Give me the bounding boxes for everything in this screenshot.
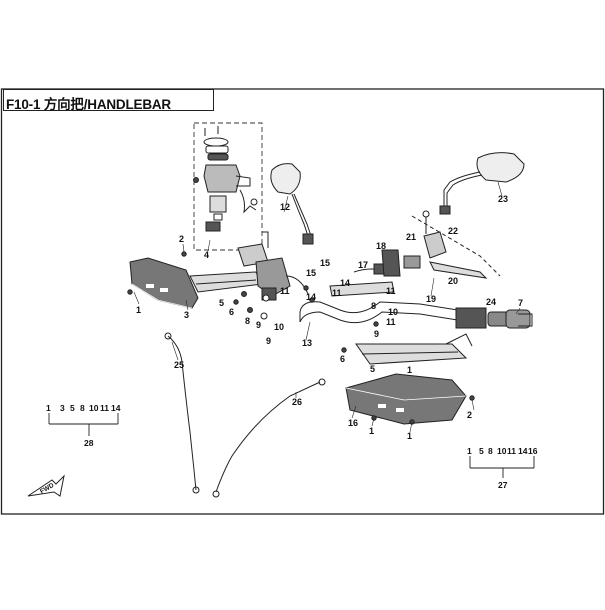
callout-19: 19 [426, 294, 436, 304]
kit-28-part: 10 [89, 403, 99, 413]
callout-21: 21 [406, 232, 416, 242]
callout-13: 13 [302, 338, 312, 348]
callout-4: 4 [204, 250, 209, 260]
callout-5: 5 [370, 364, 375, 374]
callout-5: 5 [219, 298, 224, 308]
kit-27-part: 16 [528, 446, 538, 456]
callout-8: 8 [371, 301, 376, 311]
kit-28-part: 5 [70, 403, 75, 413]
part-drawings [127, 126, 533, 498]
callout-11: 11 [280, 286, 290, 296]
callout-15: 15 [320, 258, 330, 268]
callout-2: 2 [179, 234, 184, 244]
kit-28-part: 11 [100, 403, 109, 413]
kit-27-part: 10 [497, 446, 507, 456]
kit-27-part: 14 [518, 446, 528, 456]
callout-6: 6 [340, 354, 345, 364]
callout-17: 17 [358, 260, 368, 270]
left-guard-bracket [189, 271, 263, 297]
callout-16: 16 [348, 418, 358, 428]
callout-1: 1 [407, 431, 412, 441]
forward-direction-arrow: FWD [27, 474, 65, 497]
callout-1: 1 [369, 426, 374, 436]
kit-27-part: 8 [488, 446, 493, 456]
left-control-assembly [237, 231, 309, 320]
small-bolts [127, 251, 475, 425]
kit-27-number: 27 [498, 480, 508, 490]
kit-28-part: 14 [111, 403, 121, 413]
right-guard-bracket [355, 333, 473, 365]
kit-28-labels: 1 3 5 8 10 11 14 28 [46, 403, 121, 448]
leader-lines [133, 181, 521, 433]
callout-10: 10 [388, 307, 398, 317]
left-mirror [270, 163, 314, 245]
title-box [3, 89, 214, 111]
callout-11: 11 [332, 288, 342, 298]
callout-15: 15 [306, 268, 316, 278]
callout-9: 9 [374, 329, 379, 339]
master-cylinder-group-box [193, 122, 263, 251]
right-throttle-assembly [455, 307, 533, 329]
handlebar-tube [299, 301, 471, 324]
kit-27-part: 1 [467, 446, 472, 456]
callout-7: 7 [518, 298, 523, 308]
throttle-cables [164, 332, 326, 498]
callout-23: 23 [498, 194, 508, 204]
callout-11: 11 [386, 317, 396, 327]
right-brake-lever [381, 210, 501, 279]
callout-14: 14 [306, 292, 316, 302]
kit-28-number: 28 [84, 438, 94, 448]
kit-28-part: 3 [60, 403, 65, 413]
page-title: F10-1 方向把/HANDLEBAR [6, 97, 171, 112]
kit-27-part: 11 [507, 446, 516, 456]
callout-25: 25 [174, 360, 184, 370]
kit-27-labels: 1 5 8 10 11 14 16 27 [467, 446, 538, 490]
callout-26: 26 [292, 397, 302, 407]
callout-8: 8 [245, 316, 250, 326]
brake-master-cylinder-parts [193, 126, 258, 232]
callout-20: 20 [448, 276, 458, 286]
callout-2: 2 [467, 410, 472, 420]
callout-24: 24 [486, 297, 496, 307]
left-hand-guard [129, 257, 199, 309]
callout-3: 3 [184, 310, 189, 320]
kit-28-part: 8 [80, 403, 85, 413]
callout-11: 11 [386, 286, 396, 296]
callout-1: 1 [136, 305, 141, 315]
kit-brackets [48, 413, 535, 478]
diagram-frame [0, 88, 605, 515]
callout-labels: 1 1 1 1 2 2 3 4 5 5 6 6 7 8 8 9 9 9 10 1… [136, 194, 523, 441]
callout-9: 9 [256, 320, 261, 330]
callout-22: 22 [448, 226, 458, 236]
callout-6: 6 [229, 307, 234, 317]
callout-9: 9 [266, 336, 271, 346]
right-hand-guard [345, 373, 467, 425]
kit-27-part: 5 [479, 446, 484, 456]
callout-1: 1 [407, 365, 412, 375]
callout-10: 10 [274, 322, 284, 332]
callout-14: 14 [340, 278, 350, 288]
callout-18: 18 [376, 241, 386, 251]
right-mirror [439, 152, 525, 215]
kit-28-part: 1 [46, 403, 51, 413]
